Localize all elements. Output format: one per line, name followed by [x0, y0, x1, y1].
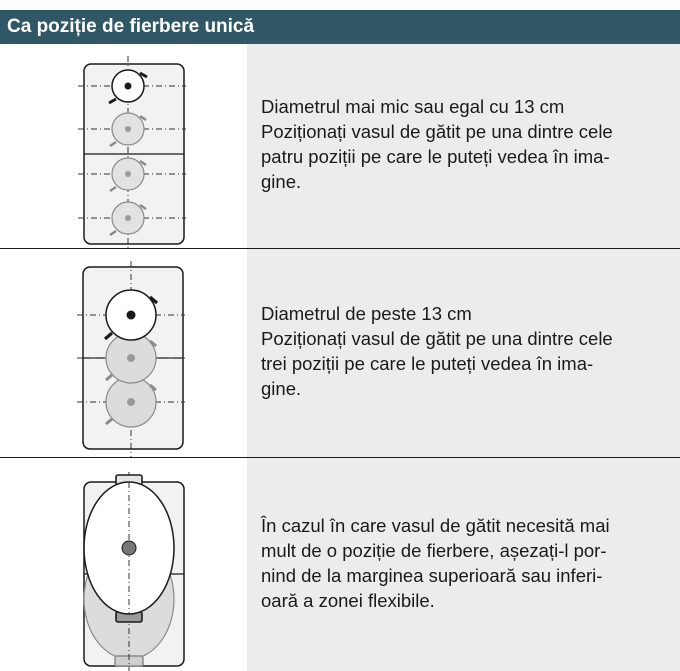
illustration-cell — [0, 458, 247, 671]
table-row-large-pot: Diametrul de peste 13 cm Poziționați vas… — [0, 249, 680, 457]
section-header: Ca poziție de fierbere unică — [0, 10, 680, 44]
text-cell — [247, 458, 680, 671]
table-row-oval-pot: În cazul în care vasul de gătit necesită… — [0, 458, 680, 671]
row-divider — [0, 457, 680, 458]
text-line: nind de la marginea superioară sau infer… — [261, 565, 603, 586]
text-line: oară a zonei flexibile. — [261, 590, 435, 611]
text-line: patru poziții pe care le puteți vedea în… — [261, 146, 610, 167]
text-cell — [247, 249, 680, 457]
text-line: Poziționați vasul de gătit pe una dintre… — [261, 328, 613, 349]
text-line: trei poziții pe care le puteți vedea în … — [261, 353, 594, 374]
three-positions-large-pot-icon — [77, 261, 185, 457]
table-row-small-pot: Diametrul mai mic sau egal cu 13 cm Pozi… — [0, 44, 680, 248]
oval-pot-position-icon — [83, 472, 185, 671]
text-cell — [247, 44, 680, 248]
illustration-cell — [0, 44, 247, 248]
text-line: gine. — [261, 378, 302, 399]
four-positions-small-pot-icon — [78, 56, 186, 248]
text-line: Poziționați vasul de gătit pe una dintre… — [261, 121, 613, 142]
text-line: Diametrul de peste 13 cm — [261, 303, 472, 324]
instruction-text: Diametrul de peste 13 cm Poziționați vas… — [261, 301, 673, 401]
row-divider — [0, 248, 680, 249]
instruction-text: În cazul în care vasul de gătit necesită… — [261, 513, 673, 613]
text-line: mult de o poziție de fierbere, așezați-l… — [261, 540, 607, 561]
illustration-cell — [0, 249, 247, 457]
instruction-text: Diametrul mai mic sau egal cu 13 cm Pozi… — [261, 94, 673, 194]
text-line: gine. — [261, 171, 302, 192]
text-line: În cazul în care vasul de gătit necesită… — [261, 515, 610, 536]
text-line: Diametrul mai mic sau egal cu 13 cm — [261, 96, 565, 117]
